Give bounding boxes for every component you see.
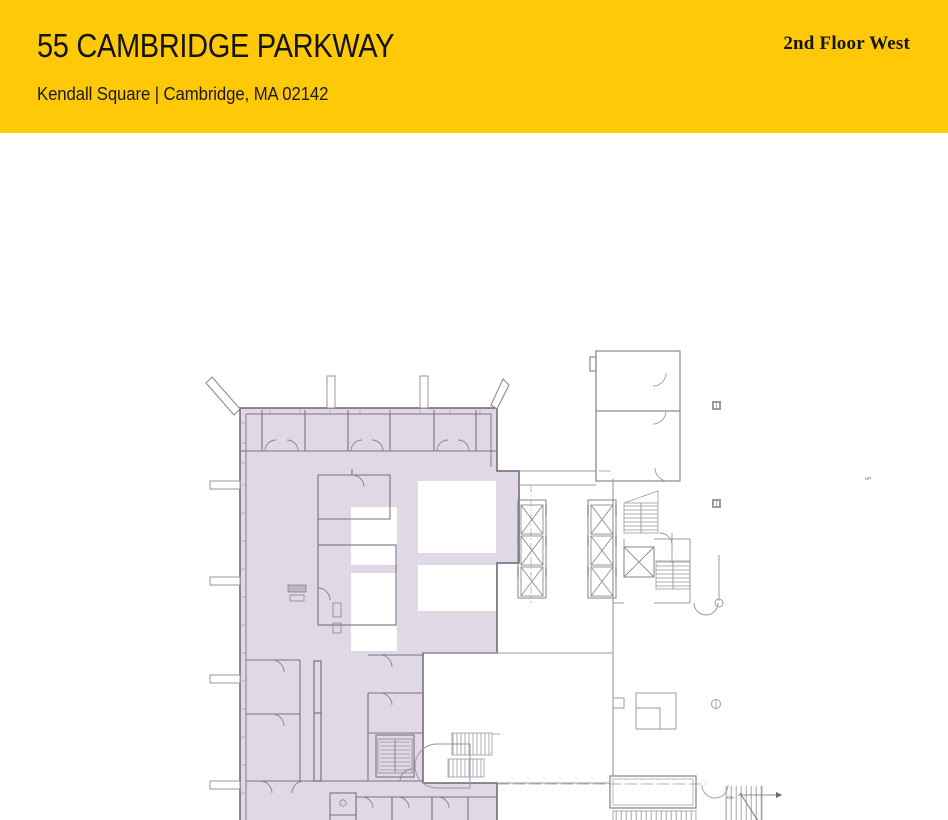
casework-symbols (287, 584, 342, 634)
southeast-doors (379, 654, 413, 782)
reference-markers (711, 401, 724, 709)
annotation-dn-2: DN (727, 795, 734, 800)
restroom-fixtures (339, 799, 347, 807)
central-partition-doors (317, 474, 365, 601)
page-subtitle: Kendall Square | Cambridge, MA 02142 (37, 84, 329, 104)
floorplan-container: UP DN DN (0, 133, 948, 820)
column-line (693, 555, 720, 616)
central-partition-rooms (317, 469, 397, 626)
elevator-bank-b (587, 499, 617, 599)
service-loading-zone (609, 775, 697, 820)
east-core-partitions (613, 538, 691, 730)
north-office-row (240, 410, 497, 452)
north-office-doors (264, 439, 470, 452)
south-offices (355, 796, 497, 820)
northeast-wing-doors (652, 372, 669, 482)
restroom-core (329, 792, 357, 820)
floorplan-drawing: UP DN DN (205, 350, 871, 820)
core-stair-doors (659, 532, 673, 563)
core-grid-line (497, 470, 706, 785)
column-marker-door (714, 598, 724, 608)
west-office-doors (259, 659, 305, 794)
south-office-doors (361, 796, 450, 809)
corridor-spine (313, 660, 322, 782)
elevator-bank-a (517, 499, 547, 599)
northeast-wing (589, 350, 681, 482)
wall-marker-mid (712, 499, 721, 508)
south-curved-stair (414, 732, 500, 789)
perimeter-ticks (240, 408, 481, 794)
interior-room-voids (351, 481, 496, 651)
annotation-up: UP (865, 476, 871, 481)
stair-annotations: UP DN DN (697, 476, 871, 820)
window-mullions (209, 375, 429, 790)
loading-door-swing (701, 784, 729, 799)
column-marker-lower (711, 699, 721, 709)
core-stair-lower (655, 560, 691, 590)
service-elevator (623, 546, 655, 578)
tenant-inner-wall-line (245, 413, 492, 820)
exit-stair-diagram (725, 786, 782, 820)
entry-canopies (205, 376, 510, 416)
southeast-interior-rooms (367, 654, 424, 781)
page-title: 55 CAMBRIDGE PARKWAY (37, 27, 395, 64)
header-band: 55 CAMBRIDGE PARKWAY Kendall Square | Ca… (0, 0, 948, 133)
core-stair-upper (623, 490, 659, 534)
floor-label: 2nd Floor West (783, 33, 910, 54)
wall-marker-upper (712, 401, 721, 410)
southeast-stair (377, 738, 413, 774)
